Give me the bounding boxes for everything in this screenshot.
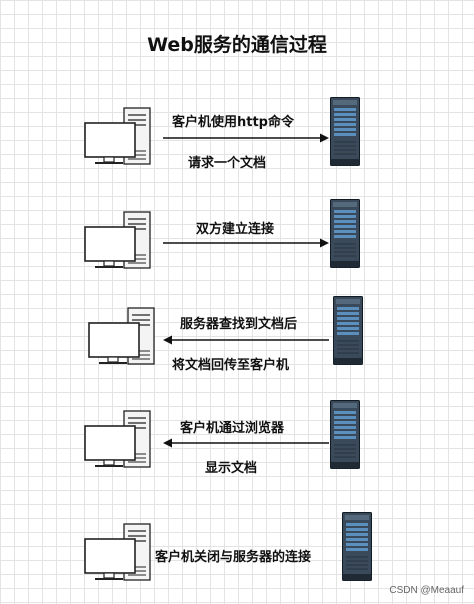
step-5-label: 客户机关闭与服务器的连接 bbox=[155, 550, 312, 565]
arrow-to-client bbox=[163, 335, 329, 345]
client-computer-icon bbox=[88, 307, 155, 365]
step-2-label: 双方建立连接 bbox=[196, 222, 275, 237]
step-4-label: 客户机通过浏览器 bbox=[180, 421, 285, 436]
client-computer-icon bbox=[84, 107, 151, 165]
watermark: CSDN @Meaauf bbox=[389, 585, 464, 596]
arrow-to-client bbox=[163, 438, 329, 448]
client-computer-icon bbox=[84, 211, 151, 269]
arrow-to-server bbox=[163, 238, 329, 248]
arrow-to-server bbox=[163, 133, 329, 143]
step-3-label: 服务器查找到文档后 bbox=[180, 317, 298, 332]
server-icon bbox=[333, 296, 363, 365]
server-icon bbox=[330, 199, 360, 268]
server-icon bbox=[330, 97, 360, 166]
step-3-sublabel: 将文档回传至客户机 bbox=[172, 358, 290, 373]
server-icon bbox=[330, 400, 360, 469]
step-4-sublabel: 显示文档 bbox=[205, 461, 258, 476]
page-title: Web服务的通信过程 bbox=[147, 34, 327, 56]
step-1-label: 客户机使用http命令 bbox=[172, 115, 294, 130]
client-computer-icon bbox=[84, 410, 151, 468]
step-1-sublabel: 请求一个文档 bbox=[188, 156, 267, 171]
server-icon bbox=[342, 512, 372, 581]
client-computer-icon bbox=[84, 523, 151, 581]
